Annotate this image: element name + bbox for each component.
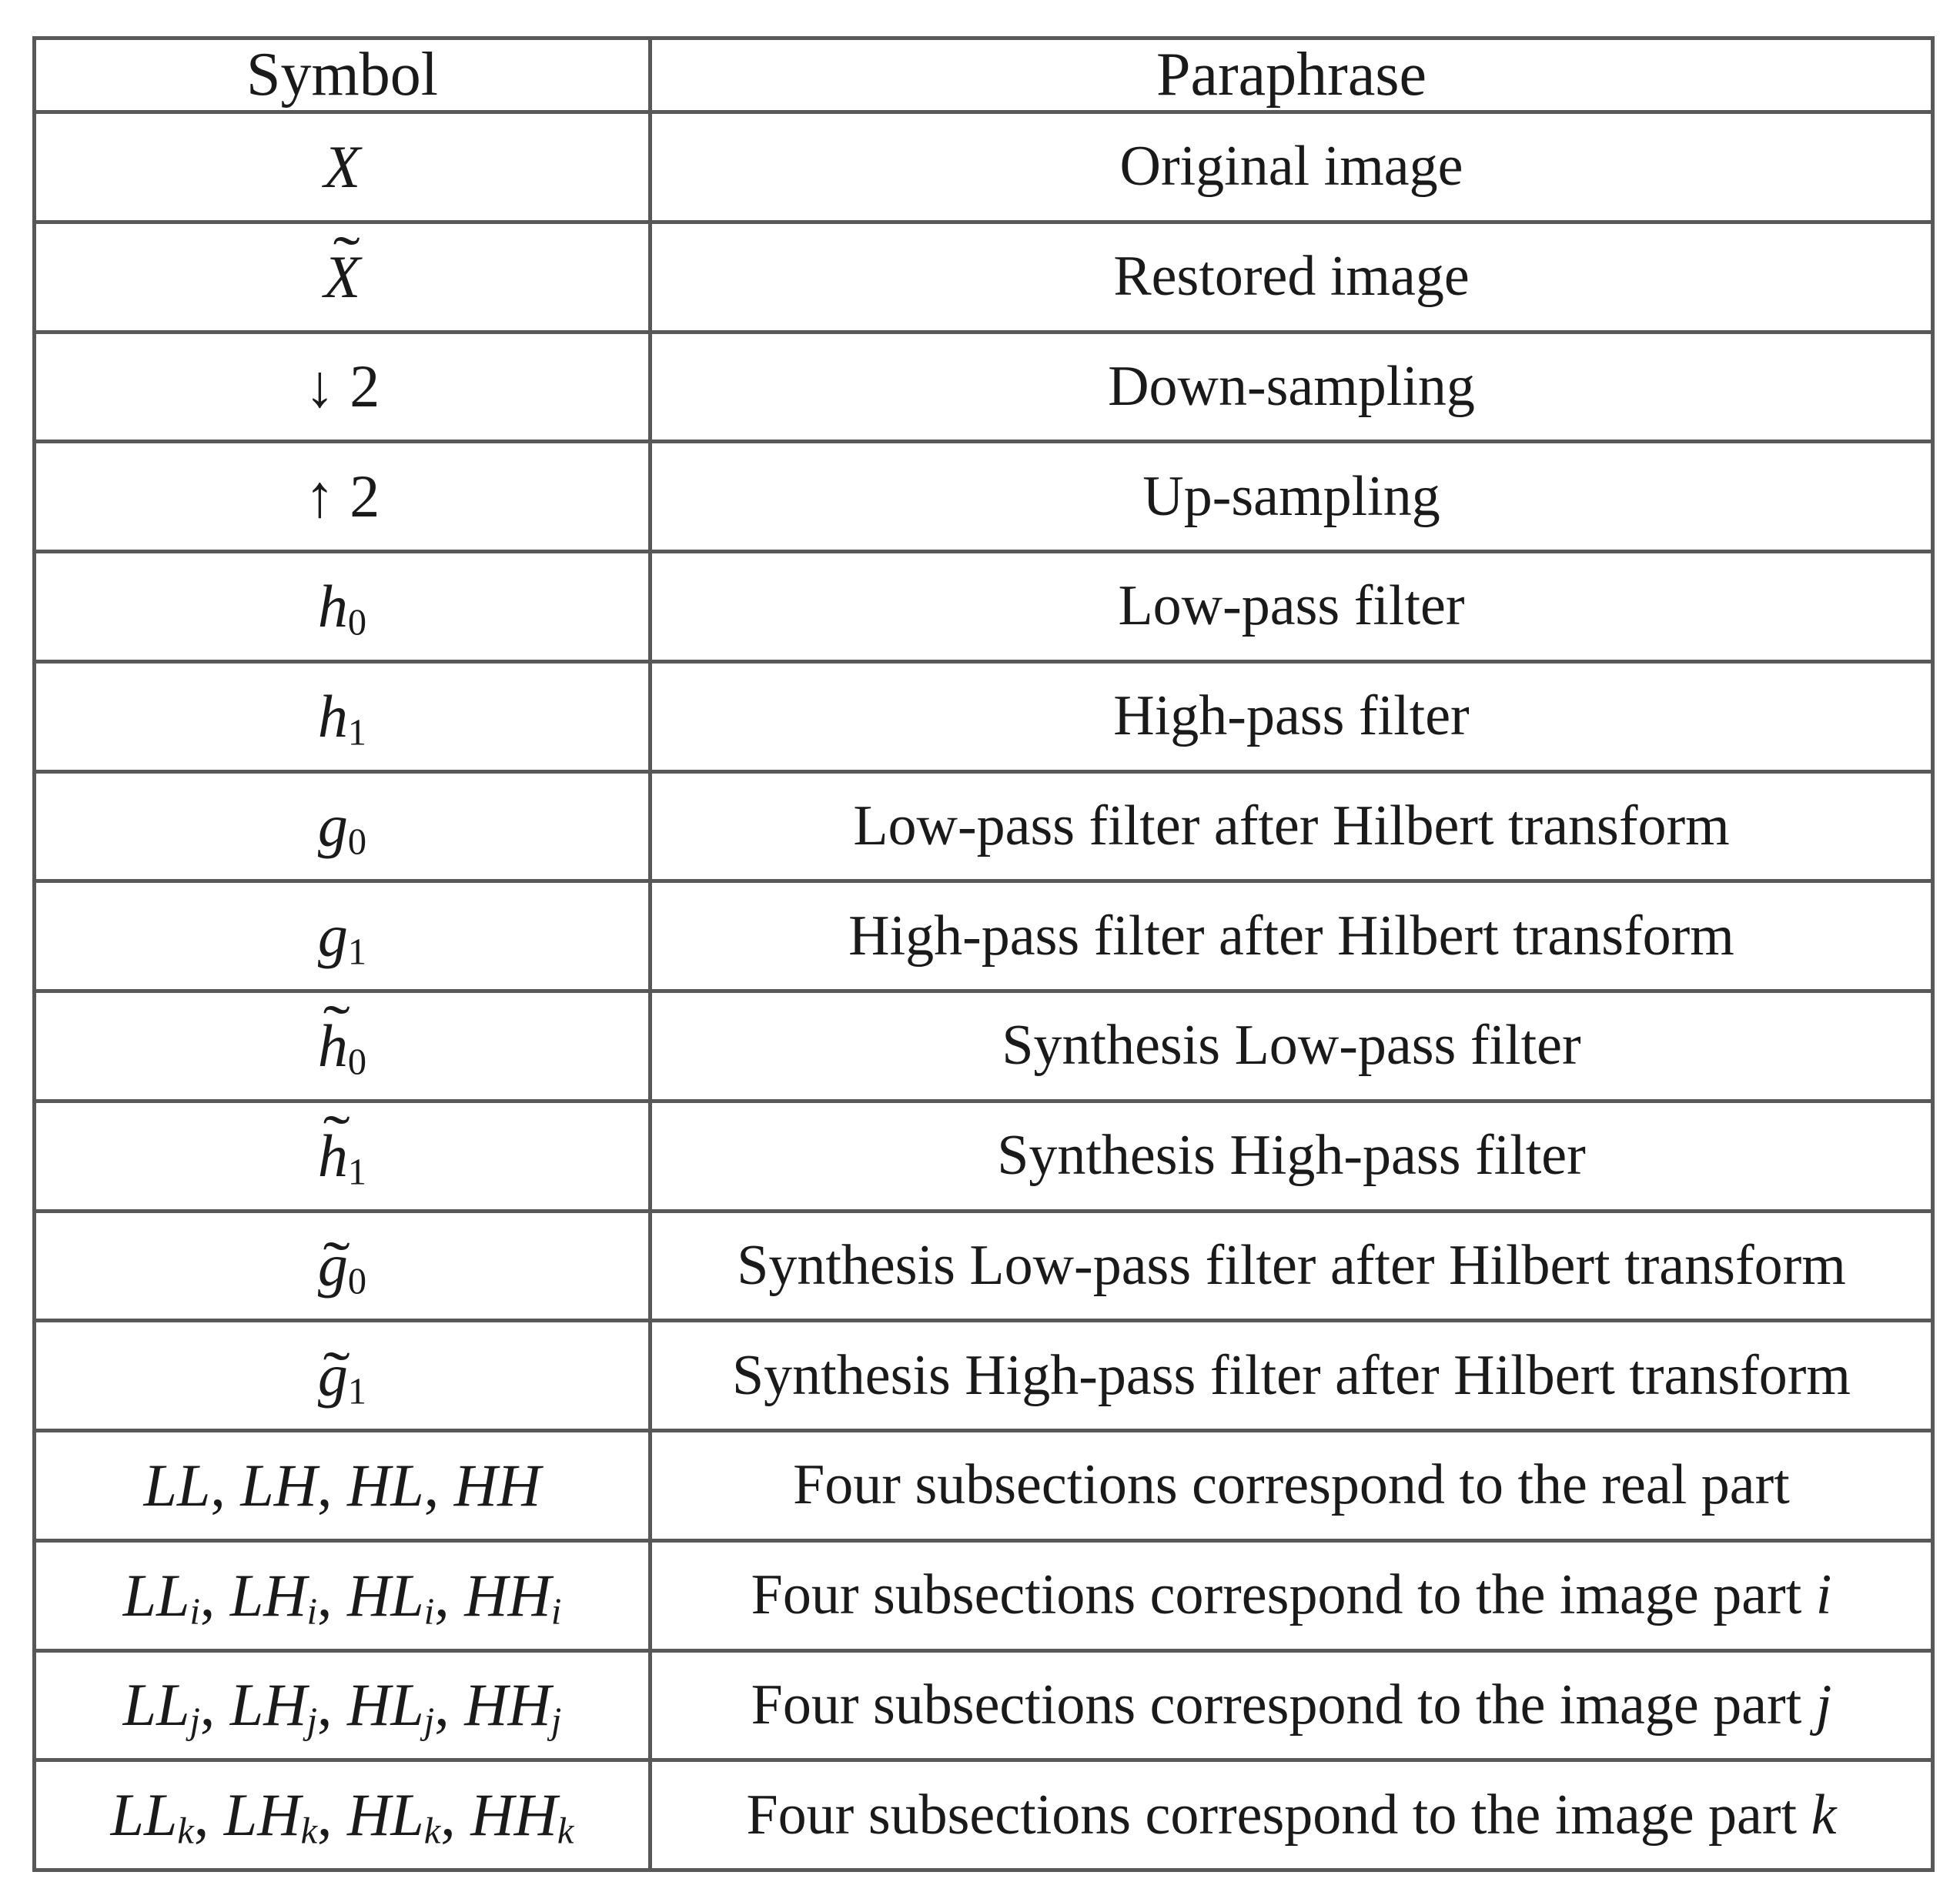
tilde-mark: ˜ (323, 1102, 351, 1170)
symbol-cell: ↑ 2 (32, 440, 652, 553)
paraphrase-cell: Low-pass filter (648, 550, 1935, 664)
symbol-cell: ˜h1 (32, 1098, 652, 1213)
header-paraphrase: Paraphrase (648, 36, 1935, 114)
symbol-cell: ˜g0 (32, 1208, 652, 1323)
paraphrase-cell: Restored image (648, 219, 1935, 334)
symbol-cell: ˜g1 (32, 1319, 652, 1432)
paraphrase-cell: Synthesis High-pass filter (648, 1098, 1935, 1213)
tilde-mark: ˜ (323, 1229, 351, 1297)
symbol-cell: h0 (32, 550, 652, 664)
header-symbol: Symbol (32, 36, 652, 114)
tilde-accent-group: ˜h (317, 993, 351, 1079)
paraphrase-cell: High-pass filter (648, 659, 1935, 774)
paraphrase-cell: Four subsections correspond to the image… (648, 1538, 1935, 1653)
symbol-cell: g1 (32, 879, 652, 993)
paraphrase-cell: Original image (648, 110, 1935, 224)
symbol-cell: LL, LH, HL, HH (32, 1429, 652, 1543)
paraphrase-cell: Synthesis High-pass filter after Hilbert… (648, 1319, 1935, 1432)
symbol-cell: LLk, LHk, HLk, HHk (32, 1758, 652, 1872)
tilde-accent-group: ˜h (317, 1102, 351, 1189)
tilde-accent-group: ˜g (317, 1339, 351, 1409)
paraphrase-cell: High-pass filter after Hilbert transform (648, 879, 1935, 993)
paraphrase-cell: Four subsections correspond to the image… (648, 1648, 1935, 1763)
tilde-accent-group: ˜g (317, 1229, 351, 1299)
tilde-mark: ˜ (323, 993, 351, 1061)
symbol-cell: LLi, LHi, HLi, HHi (32, 1538, 652, 1653)
symbol-cell: LLj, LHj, HLj, HHj (32, 1648, 652, 1763)
header-row: Symbol Paraphrase (32, 36, 1935, 114)
tilde-accent-group: ˜X (323, 223, 361, 310)
symbol-cell: h1 (32, 659, 652, 774)
symbol-cell: X (32, 110, 652, 224)
symbol-cell: ˜X (32, 219, 652, 334)
paraphrase-cell: Four subsections correspond to the real … (648, 1429, 1935, 1543)
symbol-cell: g0 (32, 769, 652, 884)
tilde-mark: ˜ (323, 1339, 351, 1407)
paraphrase-cell: Down-sampling (648, 329, 1935, 444)
tilde-mark: ˜ (333, 223, 360, 291)
paraphrase-cell: Synthesis Low-pass filter after Hilbert … (648, 1208, 1935, 1323)
paraphrase-cell: Four subsections correspond to the image… (648, 1758, 1935, 1872)
symbol-cell: ˜h0 (32, 989, 652, 1103)
paraphrase-cell: Synthesis Low-pass filter (648, 989, 1935, 1103)
paraphrase-cell: Low-pass filter after Hilbert transform (648, 769, 1935, 884)
table-row: ˜X Restored image (32, 219, 1935, 334)
symbol-cell: ↓ 2 (32, 329, 652, 444)
paraphrase-cell: Up-sampling (648, 440, 1935, 553)
